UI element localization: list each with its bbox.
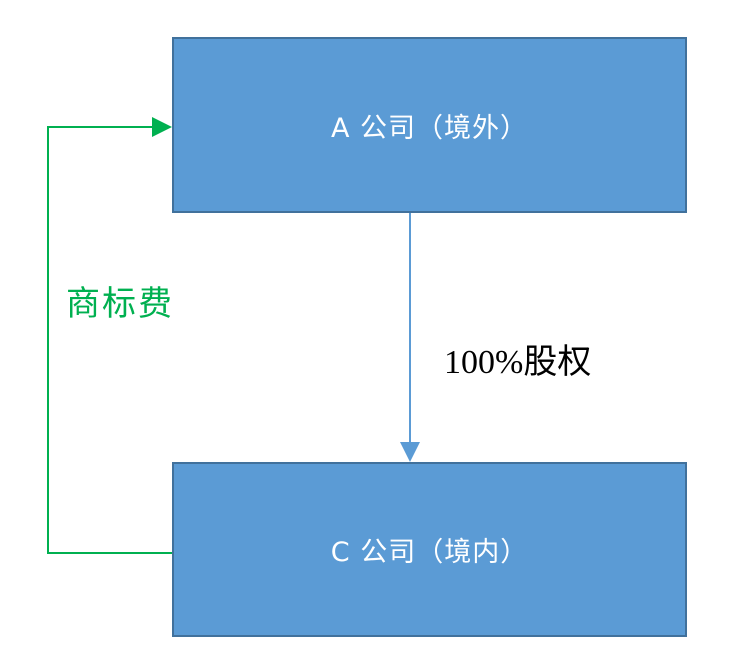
fee-arrow-line [47,126,172,554]
company-a-label: A 公司（境外） [330,112,529,144]
trademark-fee-label: 商标费 [66,284,174,324]
fee-arrow-head [152,117,172,137]
company-a-box: A 公司（境外） [172,37,687,213]
ownership-arrow-head [400,442,420,462]
company-c-box: C 公司（境内） [172,462,687,637]
company-c-label: C 公司（境内） [330,537,529,568]
ownership-label: 100%股权 [444,344,592,381]
